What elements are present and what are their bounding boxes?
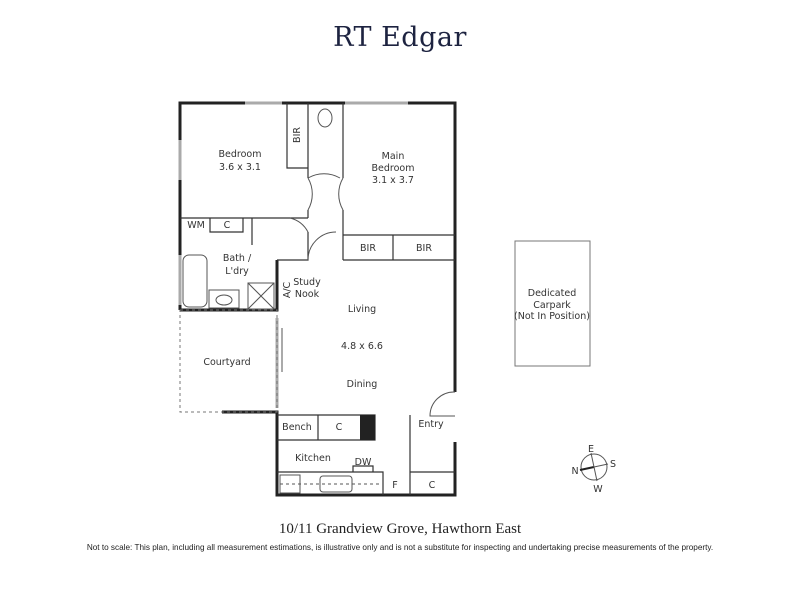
disclaimer: Not to scale: This plan, including all m…	[86, 543, 714, 552]
toilet	[317, 108, 333, 128]
compass-w: W	[593, 484, 603, 495]
brand-logo: RT Edgar	[333, 22, 467, 53]
bench-label: Bench	[282, 422, 312, 433]
kitchen-label: Kitchen	[295, 453, 331, 464]
carpark-label-3: (Not In Position)	[514, 311, 590, 322]
compass-n: N	[571, 466, 578, 477]
study-label-1: Study	[293, 277, 321, 288]
bedroom-label: Bedroom	[219, 149, 262, 160]
kitchen-cupboard-label: C	[336, 422, 343, 433]
carpark-boundary	[514, 240, 591, 367]
bir-label-1: BIR	[292, 127, 303, 143]
main-bedroom-label-1: Main	[382, 151, 405, 162]
vanity	[208, 289, 240, 309]
courtyard-label: Courtyard	[203, 357, 250, 368]
compass-s: S	[610, 459, 616, 470]
carpark-label-1: Dedicated	[528, 288, 576, 299]
doors	[281, 173, 456, 417]
entry-cupboard-label: C	[429, 480, 436, 491]
bedroom-size: 3.6 x 3.1	[219, 162, 261, 173]
dining-label: Dining	[347, 379, 378, 390]
fixtures	[182, 108, 380, 494]
property-address: 10/11 Grandview Grove, Hawthorn East	[278, 521, 522, 537]
compass-e: E	[588, 444, 594, 455]
wm-label: WM	[187, 220, 205, 231]
bir-label-2: BIR	[360, 243, 376, 254]
main-bedroom-label-2: Bedroom	[372, 163, 415, 174]
compass-icon: E N S W	[571, 444, 616, 495]
shower	[247, 282, 275, 310]
courtyard-boundary	[179, 309, 278, 413]
entry-label: Entry	[418, 419, 444, 430]
fridge-label: F	[392, 480, 397, 491]
living-label: Living	[348, 304, 376, 315]
carpark-label-2: Carpark	[533, 300, 571, 311]
bath-label-1: Bath /	[223, 253, 252, 264]
dw-label: DW	[355, 457, 372, 468]
main-bedroom-size: 3.1 x 3.7	[372, 175, 414, 186]
bir-label-3: BIR	[416, 243, 432, 254]
living-size: 4.8 x 6.6	[341, 341, 383, 352]
ac-label: A/C	[282, 281, 293, 298]
laundry-cupboard-label: C	[224, 220, 231, 231]
study-label-2: Nook	[295, 289, 320, 300]
bath-label-2: L'dry	[225, 266, 249, 277]
bathtub	[182, 254, 208, 308]
